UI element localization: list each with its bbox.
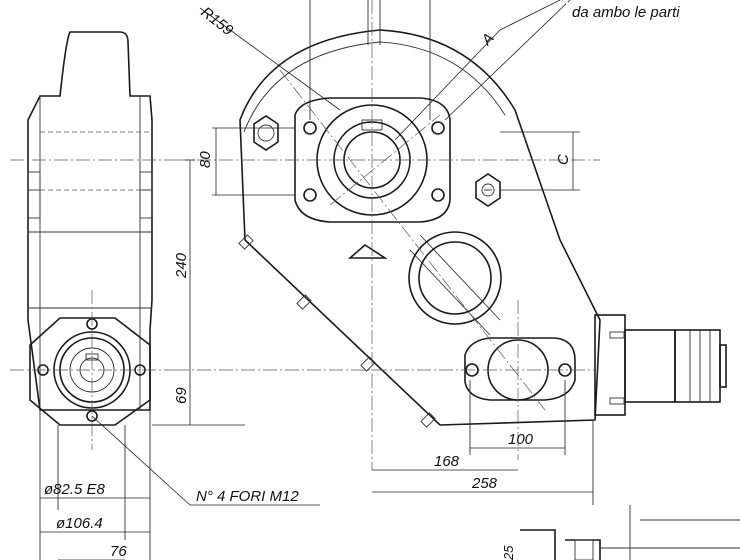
hex-nut-left: [253, 115, 279, 151]
label-holes-note: N° 4 FORI M12: [196, 488, 299, 505]
label-section-a: A: [478, 30, 498, 50]
label-dim-69: 69: [173, 387, 190, 404]
dimensions: [40, 0, 740, 560]
label-dim-82: ø82.5 E8: [44, 481, 106, 498]
label-dim-106: ø106.4: [56, 515, 103, 532]
hex-nut-right: [475, 173, 501, 207]
label-dim-168: 168: [434, 453, 460, 470]
label-dim-76: 76: [110, 543, 127, 560]
motor-body: [594, 314, 727, 416]
flange-bolts: [238, 234, 436, 428]
labels: R159 da ambo le parti A C 80 240 69 100 …: [44, 2, 740, 560]
side-view: [10, 31, 175, 560]
label-dim-240: 240: [173, 252, 190, 279]
label-dim-258: 258: [471, 475, 498, 492]
front-view: [175, 0, 727, 505]
label-dim-80: 80: [197, 151, 214, 168]
label-dim-c: C: [555, 154, 572, 165]
label-note-top: da ambo le parti: [572, 4, 680, 21]
label-dim-25: 25: [501, 545, 516, 560]
label-dim-100: 100: [508, 431, 534, 448]
label-r159: R159: [198, 4, 237, 40]
